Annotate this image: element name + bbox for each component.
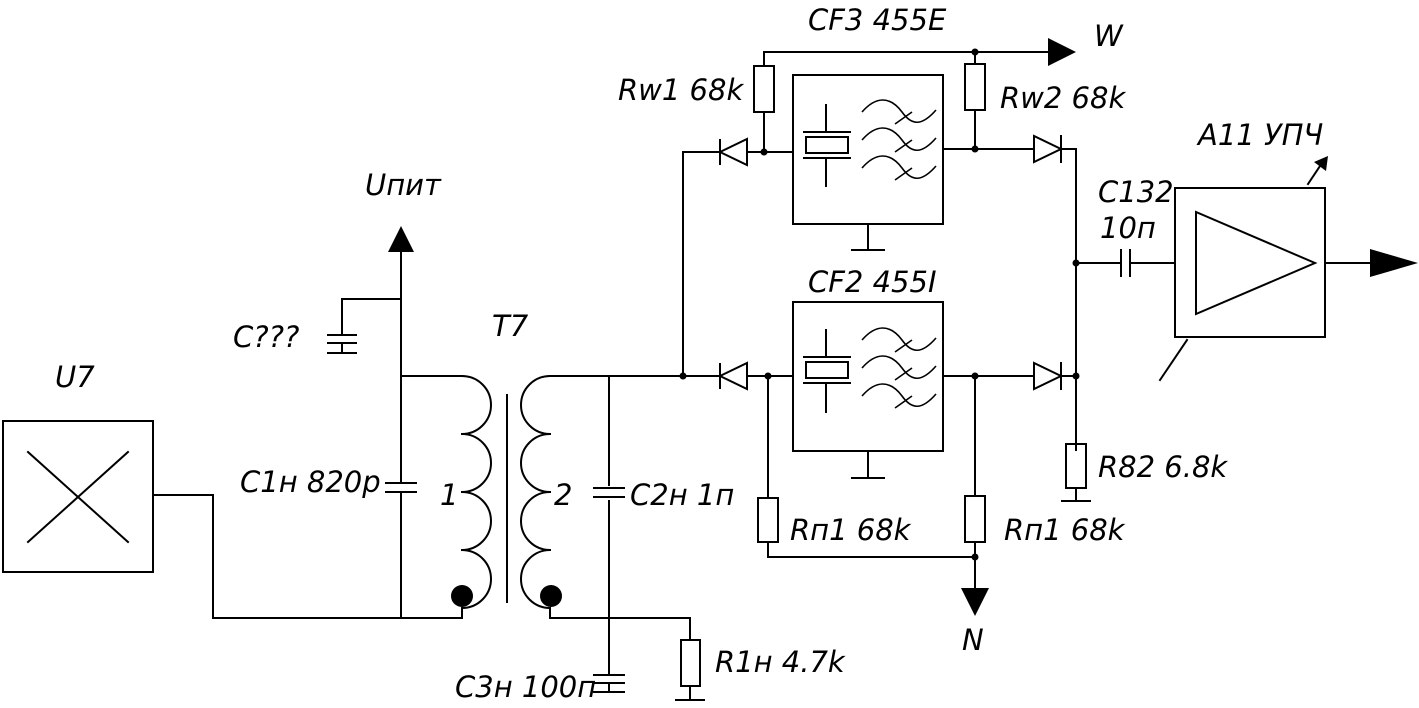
label-r1n: R1н 4.7k <box>715 645 846 679</box>
mixer-u7: U7 <box>2 360 154 573</box>
label-c132-name: C132 <box>1098 175 1174 209</box>
label-w: W <box>1094 19 1124 53</box>
resistor-rw2: Rw2 68k <box>964 51 1126 153</box>
label-c3n: C3н 100п <box>455 670 596 704</box>
label-a11: A11 УПЧ <box>1196 118 1323 152</box>
amplifier-a11: A11 УПЧ <box>1158 118 1418 382</box>
filter-cf2: CF2 455I <box>792 265 944 479</box>
label-rp1-right: Rп1 68k <box>1004 513 1126 547</box>
output-n: N <box>961 588 989 657</box>
label-rw2: Rw2 68k <box>1000 81 1126 115</box>
label-rw1: Rw1 68k <box>618 73 744 107</box>
label-r82: R82 6.8k <box>1098 450 1228 484</box>
resistor-r1n: R1н 4.7k <box>608 617 846 701</box>
capacitor-c132: C132 10п <box>1072 175 1176 277</box>
label-c1n: C1н 820р <box>240 465 381 499</box>
capacitor-c1n: C1н 820р <box>240 465 417 499</box>
output-w: W <box>971 19 1124 66</box>
capacitor-c3n: C3н 100п <box>455 670 625 704</box>
supply-upit: Uпит <box>365 168 442 619</box>
label-c-unknown: C??? <box>233 320 299 354</box>
resistor-rp1-right: Rп1 68k <box>964 372 1126 589</box>
label-winding2: 2 <box>554 478 572 512</box>
label-t7: T7 <box>492 309 529 343</box>
capacitor-c2n: C2н 1п <box>593 478 734 512</box>
diode-lower-left <box>679 361 794 391</box>
supply-arrow <box>388 226 414 252</box>
label-upit: Uпит <box>365 168 442 202</box>
label-n: N <box>962 623 984 657</box>
capacitor-c-unknown: C??? <box>233 298 402 354</box>
label-c132-value: 10п <box>1100 211 1156 245</box>
label-rp1-left: Rп1 68k <box>790 513 912 547</box>
resistor-rw1: Rw1 68k <box>618 51 976 156</box>
filter-cf3: CF3 455E <box>792 3 947 251</box>
label-cf3: CF3 455E <box>808 3 947 37</box>
label-u7: U7 <box>55 360 95 394</box>
resistor-r82: R82 6.8k <box>1061 375 1228 502</box>
label-c2n: C2н 1п <box>630 478 734 512</box>
diode-upper-right <box>942 134 1077 451</box>
wire-u7-output <box>152 494 402 619</box>
diode-upper-left <box>717 137 794 167</box>
resistor-rp1-left: Rп1 68k <box>757 375 976 558</box>
label-winding1: 1 <box>440 478 458 512</box>
transformer-t7: T7 1 2 <box>400 309 572 619</box>
diode-lower-right <box>942 361 1080 391</box>
label-cf2: CF2 455I <box>808 265 937 299</box>
